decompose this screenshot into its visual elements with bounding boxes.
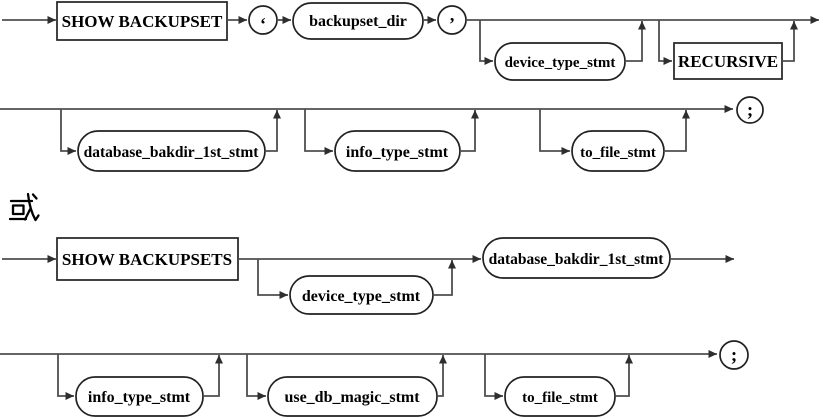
nonterminal-label-to-file-stmt: to_file_stmt <box>580 145 656 161</box>
branch-return <box>265 110 281 152</box>
nonterminal-label-database-bakdir-1st-stmt: database_bakdir_1st_stmt <box>84 144 260 161</box>
keyword-label-recursive: RECURSIVE <box>678 52 778 71</box>
or-character-glyph <box>8 192 40 222</box>
branch-enter <box>257 259 288 299</box>
nonterminal-label-to-file-stmt: to_file_stmt <box>522 390 598 406</box>
or-separator: 或 <box>8 192 40 228</box>
nonterminal-label-info-type-stmt: info_type_stmt <box>346 144 449 161</box>
or-stroke <box>31 193 38 200</box>
nonterminal-label-backupset-dir: backupset_dir <box>309 13 407 30</box>
diagram1-line2: database_bakdir_1st_stmt info_type_stmt … <box>0 96 764 172</box>
branch-enter <box>658 20 672 65</box>
keyword-label-show-backupsets: SHOW BACKUPSETS <box>62 250 232 269</box>
close-quote-label: ’ <box>449 14 455 34</box>
branch-return <box>433 260 456 296</box>
nonterminal-label-database-bakdir-1st-stmt: database_bakdir_1st_stmt <box>489 251 665 268</box>
nonterminal-label-device-type-stmt: device_type_stmt <box>302 288 421 305</box>
nonterminal-oval-to-file-stmt <box>504 376 616 417</box>
nonterminal-oval-database-bakdir-1st-stmt <box>482 237 671 279</box>
diagram2-line1: SHOW BACKUPSETS device_type_stmt databas… <box>2 237 734 315</box>
branch-return <box>616 355 633 397</box>
diagram1-line1: SHOW BACKUPSET ‘ backupset_dir ’ device_… <box>2 1 819 81</box>
open-quote-label: ‘ <box>260 14 266 34</box>
semicolon-label: ; <box>731 345 737 366</box>
terminal-circle-semicolon <box>736 96 764 124</box>
terminal-circle-semicolon <box>719 340 749 370</box>
branch-enter <box>304 109 333 155</box>
or-stroke <box>23 208 32 221</box>
nonterminal-label-use-db-magic-stmt: use_db_magic_stmt <box>284 389 420 406</box>
nonterminal-label-info-type-stmt: info_type_stmt <box>88 389 191 406</box>
branch-return <box>437 355 447 397</box>
branch-return <box>625 21 646 62</box>
diagram2-line2: info_type_stmt use_db_magic_stmt to_file… <box>0 340 749 417</box>
branch-enter <box>484 354 503 400</box>
branch-enter <box>57 354 74 400</box>
branch-return <box>203 355 223 397</box>
semicolon-label: ; <box>747 100 753 121</box>
branch-enter <box>60 109 76 155</box>
or-stroke <box>11 204 25 216</box>
branch-enter <box>246 354 266 400</box>
branch-return <box>664 110 690 152</box>
branch-enter <box>479 20 493 65</box>
keyword-label-show-backupset: SHOW BACKUPSET <box>62 12 223 31</box>
or-label-text: 或 <box>10 196 38 228</box>
branch-return <box>782 21 798 62</box>
branch-enter <box>539 109 570 155</box>
keyword-box-show-backupset <box>56 1 228 41</box>
branch-return <box>460 110 479 152</box>
nonterminal-oval-backupset-dir <box>292 2 424 40</box>
nonterminal-label-device-type-stmt: device_type_stmt <box>505 55 616 71</box>
